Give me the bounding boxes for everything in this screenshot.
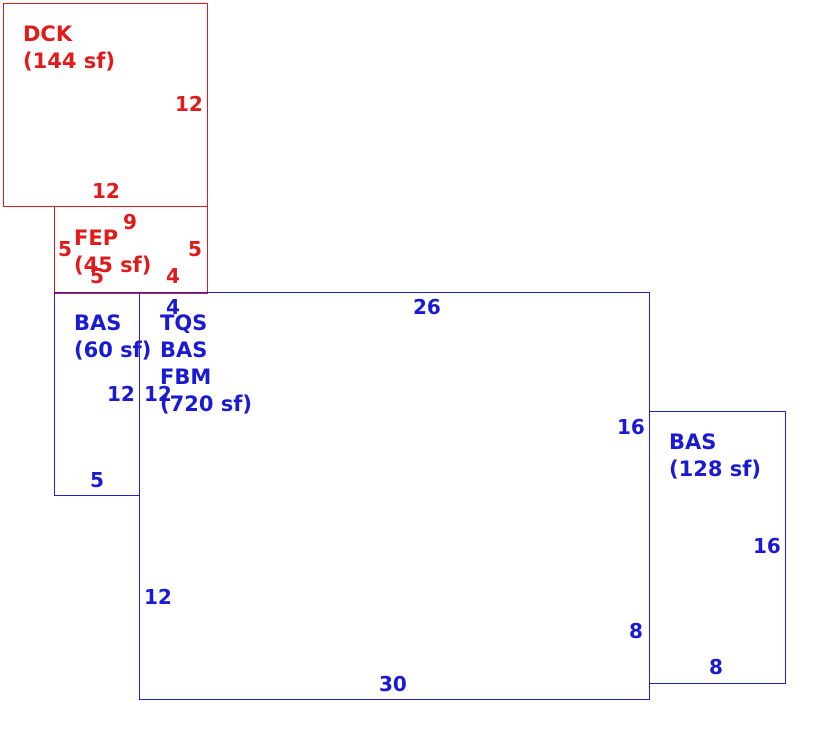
fep-dim-bottom-right: 4	[166, 264, 180, 288]
bas-right-dim-bottom: 8	[709, 655, 723, 679]
main-dim-left-bottom: 12	[144, 585, 172, 609]
main-size: (720 sf)	[160, 392, 252, 416]
bas-right-size: (128 sf)	[669, 457, 761, 481]
fep-size: (45 sf)	[74, 253, 152, 277]
bas-small-size: (60 sf)	[74, 338, 152, 362]
bas-small-dim-bottom: 5	[90, 468, 104, 492]
dck-size: (144 sf)	[23, 49, 115, 73]
bas-right-dim-right: 16	[753, 534, 781, 558]
fep-outline	[54, 206, 208, 294]
dck-code: DCK	[23, 22, 73, 46]
main-dim-right-top: 16	[617, 415, 645, 439]
fep-code: FEP	[74, 226, 119, 250]
bas-right-code: BAS	[669, 430, 717, 454]
fep-dim-right: 5	[188, 237, 202, 261]
main-dim-top: 26	[413, 295, 441, 319]
bas-small-code: BAS	[74, 311, 122, 335]
fep-dim-top: 9	[123, 210, 137, 234]
bas-small-dim-right: 12	[107, 382, 135, 406]
bas-right-outline	[649, 411, 786, 684]
main-dim-left-top: 12	[144, 382, 172, 406]
main-code-3: FBM	[160, 365, 212, 389]
dck-dim-bottom: 12	[92, 179, 120, 203]
bas-small-dim-top: 4	[166, 295, 180, 319]
main-code-2: BAS	[160, 338, 208, 362]
main-code-1: TQS	[160, 311, 208, 335]
fep-dim-bottom-left: 5	[90, 264, 104, 288]
main-outline	[139, 292, 650, 700]
dck-dim-right: 12	[175, 92, 203, 116]
main-dim-right-bottom: 8	[629, 619, 643, 643]
main-dim-bottom: 30	[379, 672, 407, 696]
fep-dim-left: 5	[58, 237, 72, 261]
